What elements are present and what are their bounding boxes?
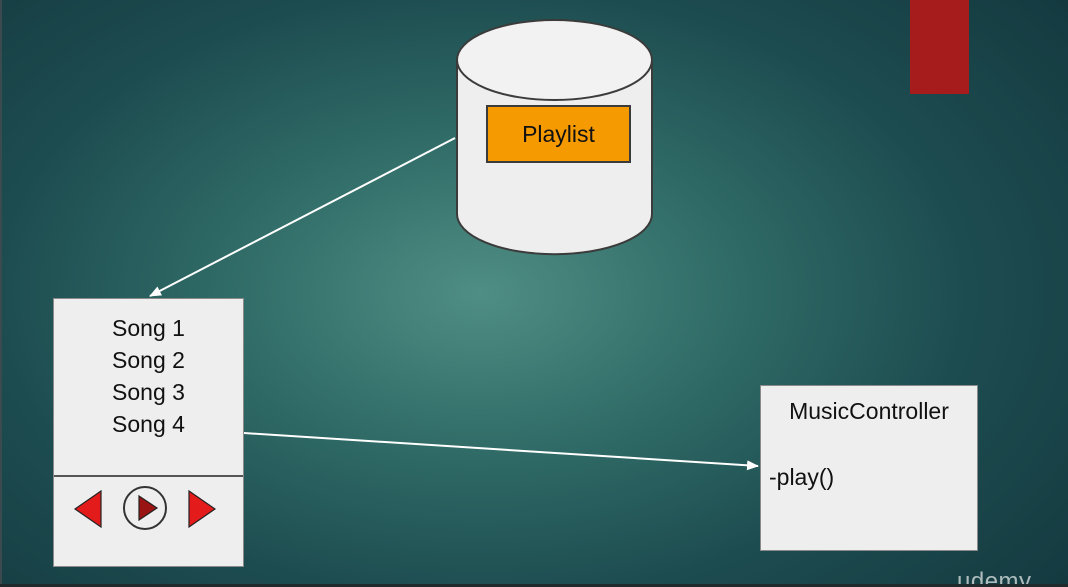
frame-bottom-edge <box>0 584 1068 587</box>
song-item[interactable]: Song 1 <box>112 315 185 341</box>
controller-title: MusicController <box>789 398 949 424</box>
song-list: Song 1 Song 2 Song 3 Song 4 <box>54 312 243 440</box>
music-controller-box: MusicController -play() <box>760 385 978 551</box>
song-list-panel: Song 1 Song 2 Song 3 Song 4 <box>53 298 244 567</box>
arrow-songlist-to-controller <box>243 432 759 471</box>
arrow-playlist-to-songlist <box>149 137 456 297</box>
playlist-box: Playlist <box>486 105 631 163</box>
song-item[interactable]: Song 3 <box>112 379 185 405</box>
panel-divider <box>54 475 243 477</box>
song-item[interactable]: Song 4 <box>112 411 185 437</box>
next-icon[interactable] <box>186 489 218 529</box>
play-icon[interactable] <box>122 485 168 531</box>
song-item[interactable]: Song 2 <box>112 347 185 373</box>
previous-icon[interactable] <box>72 489 104 529</box>
controller-method: -play() <box>769 464 835 490</box>
red-tab <box>910 0 969 94</box>
playlist-label: Playlist <box>522 120 595 147</box>
udemy-watermark: udemy <box>957 568 1032 587</box>
playback-controls <box>54 477 243 566</box>
frame-left-edge <box>0 0 2 587</box>
